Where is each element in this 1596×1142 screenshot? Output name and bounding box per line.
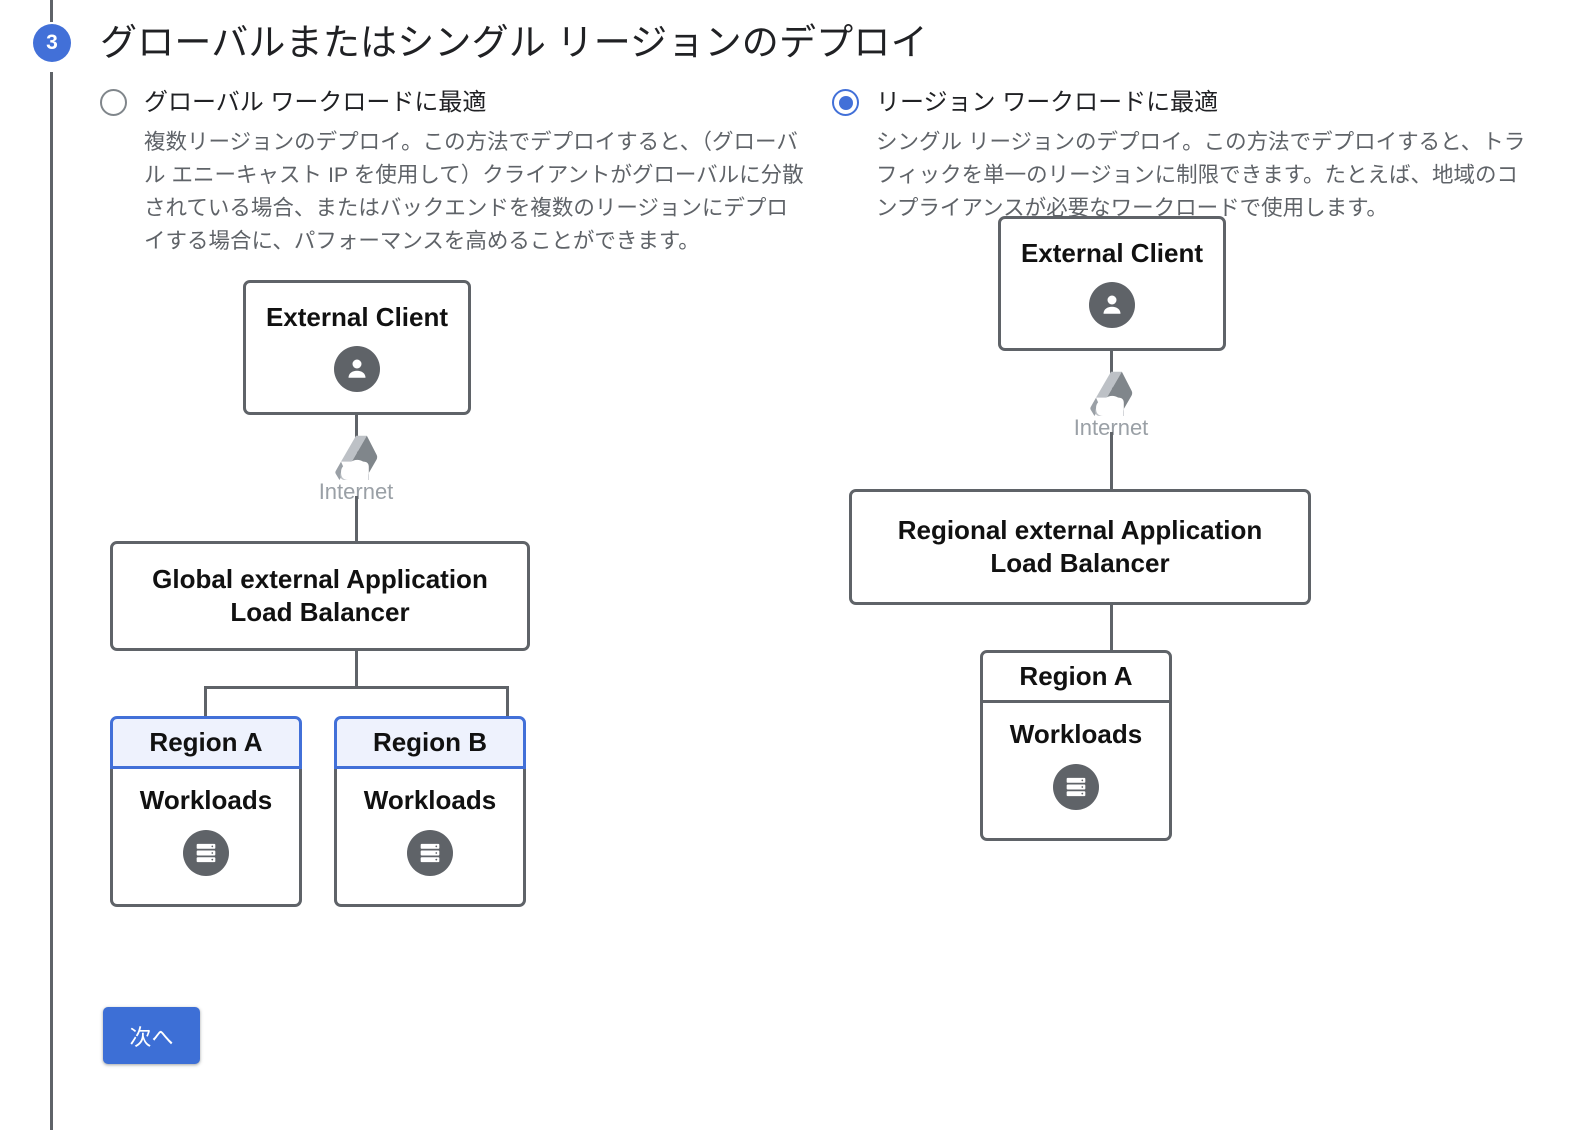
stepper-rail-bottom xyxy=(50,72,53,1130)
step-number-badge: 3 xyxy=(33,24,71,62)
region-b-body: Workloads xyxy=(334,769,526,907)
region-a-workloads-label: Workloads xyxy=(139,785,273,815)
region-card-a: Region A Workloads xyxy=(110,716,302,907)
page-title: グローバルまたはシングル リージョンのデプロイ xyxy=(100,22,928,63)
node-external-client: External Client xyxy=(998,216,1226,351)
node-load-balancer: Global external Application Load Balance… xyxy=(110,541,530,651)
option-regional[interactable]: リージョン ワークロードに最適 シングル リージョンのデプロイ。この方法でデプロ… xyxy=(832,88,1534,928)
option-global-label: グローバル ワークロードに最適 xyxy=(144,89,487,116)
internet-cloud-icon xyxy=(335,435,378,480)
edge-client-to-internet xyxy=(1110,351,1113,389)
region-b-workloads-label: Workloads xyxy=(363,785,497,815)
edge-lb-to-region xyxy=(1110,605,1113,653)
option-regional-description: シングル リージョンのデプロイ。この方法でデプロイすると、トラフィックを単一のリ… xyxy=(876,130,1526,220)
option-global-description: 複数リージョンのデプロイ。この方法でデプロイすると、（グローバル エニーキャスト… xyxy=(144,130,804,253)
edge-lb-split xyxy=(204,686,509,689)
option-global[interactable]: グローバル ワークロードに最適 複数リージョンのデプロイ。この方法でデプロイする… xyxy=(100,88,804,928)
internet-node: Internet xyxy=(1047,367,1175,441)
person-icon xyxy=(334,346,380,392)
region-a-title: Region A xyxy=(980,650,1172,703)
stepper-rail-top xyxy=(50,0,53,22)
deployment-options: グローバル ワークロードに最適 複数リージョンのデプロイ。この方法でデプロイする… xyxy=(100,88,1570,928)
internet-node: Internet xyxy=(292,431,420,505)
edge-client-to-internet xyxy=(355,415,358,453)
region-b-title: Region B xyxy=(334,716,526,769)
diagram-regional: External Client Internet xyxy=(832,216,1534,895)
region-a-body: Workloads xyxy=(110,769,302,907)
node-load-balancer-title: Global external Application Load Balance… xyxy=(152,564,488,627)
database-icon xyxy=(1053,764,1099,810)
radio-global[interactable] xyxy=(100,89,127,116)
database-icon xyxy=(183,830,229,876)
region-a-title: Region A xyxy=(110,716,302,769)
region-a-workloads-label: Workloads xyxy=(1009,719,1143,749)
node-load-balancer-title: Regional external Application Load Balan… xyxy=(897,515,1263,578)
database-icon xyxy=(407,830,453,876)
node-external-client-title: External Client xyxy=(1020,238,1204,268)
node-external-client-title: External Client xyxy=(265,302,449,332)
person-icon xyxy=(1089,282,1135,328)
radio-regional[interactable] xyxy=(832,89,859,116)
edge-to-region-b xyxy=(506,686,509,719)
region-a-body: Workloads xyxy=(980,703,1172,841)
region-card-b: Region B Workloads xyxy=(334,716,526,907)
node-load-balancer: Regional external Application Load Balan… xyxy=(849,489,1311,605)
option-global-header[interactable]: グローバル ワークロードに最適 xyxy=(100,88,802,118)
diagram-global: External Client xyxy=(100,268,802,928)
edge-to-region-a xyxy=(204,686,207,719)
edge-lb-down xyxy=(355,651,358,689)
next-button[interactable]: 次へ xyxy=(103,1007,200,1064)
node-external-client: External Client xyxy=(243,280,471,415)
edge-internet-to-lb xyxy=(1110,432,1113,492)
internet-cloud-icon xyxy=(1090,371,1133,416)
region-card-a: Region A Workloads xyxy=(980,650,1172,841)
edge-internet-to-lb xyxy=(355,496,358,544)
option-regional-label: リージョン ワークロードに最適 xyxy=(876,89,1219,116)
option-regional-header[interactable]: リージョン ワークロードに最適 xyxy=(832,88,1534,118)
